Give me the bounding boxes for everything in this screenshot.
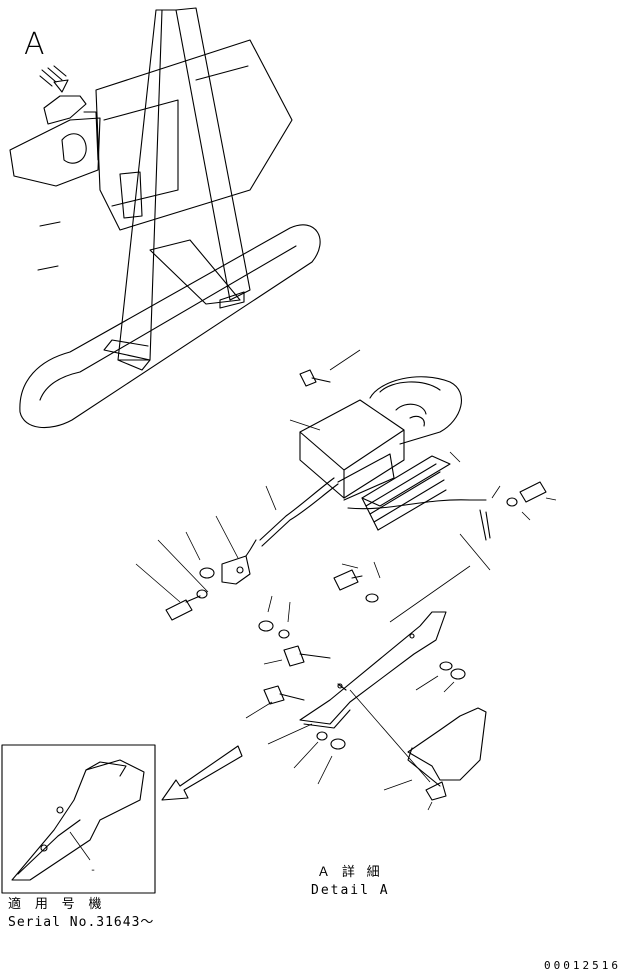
pedal-rod xyxy=(407,707,487,781)
nut xyxy=(199,567,215,579)
control-cable xyxy=(259,477,335,541)
bolt-top xyxy=(299,369,331,387)
detail-a-parts xyxy=(135,349,557,811)
crawler-track xyxy=(19,224,321,429)
lever-housing xyxy=(299,399,405,471)
small-bracket xyxy=(221,555,251,585)
upper-structure xyxy=(95,39,293,231)
bolt xyxy=(165,599,193,621)
view-letter: A xyxy=(24,27,45,62)
inset-detail xyxy=(1,744,156,894)
machine-overview xyxy=(9,7,321,429)
mounting-bracket xyxy=(299,611,447,725)
view-arrow xyxy=(39,65,69,93)
boom xyxy=(117,9,163,361)
document-number: 00012516 xyxy=(544,959,621,972)
serial-label-en: Serial No.31643〜 xyxy=(8,915,155,930)
detail-label-jp: Ａ 詳 細 xyxy=(317,865,382,880)
reference-arrow xyxy=(161,745,243,801)
bellows-boot xyxy=(361,455,451,507)
inset-callout-mark: - xyxy=(90,865,97,876)
bolt-right xyxy=(519,481,547,503)
detail-label-en: Detail A xyxy=(311,883,390,898)
serial-label-jp: 適 用 号 機 xyxy=(8,897,105,912)
arm-rest-bracket xyxy=(9,117,101,187)
